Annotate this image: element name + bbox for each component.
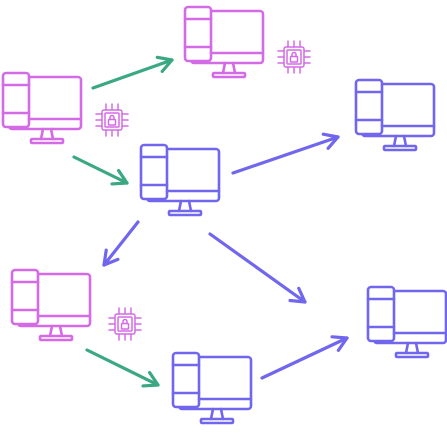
computer-icon bbox=[366, 285, 447, 359]
secure-chip-icon bbox=[277, 40, 311, 74]
arrow-pc-left-bottom-to-pc-bottom-center bbox=[85, 348, 160, 388]
arrow-pc-center-to-pc-right-bottom bbox=[208, 232, 307, 304]
secure-chip-icon bbox=[95, 103, 129, 137]
computer-icon bbox=[139, 143, 221, 217]
computer-icon bbox=[354, 78, 436, 152]
secure-chip-icon bbox=[108, 307, 142, 341]
arrow-pc-bottom-center-to-pc-right-bottom bbox=[260, 335, 349, 380]
computer-icon bbox=[183, 5, 265, 79]
arrow-pc-left-top-to-pc-top-center bbox=[91, 55, 174, 90]
arrow-pc-center-to-pc-left-bottom bbox=[102, 220, 140, 267]
computer-icon bbox=[10, 268, 92, 342]
computer-icon bbox=[1, 71, 83, 145]
arrow-pc-left-top-to-pc-center bbox=[72, 155, 129, 186]
computer-icon bbox=[171, 351, 253, 425]
arrow-pc-center-to-pc-right-top bbox=[231, 132, 340, 175]
